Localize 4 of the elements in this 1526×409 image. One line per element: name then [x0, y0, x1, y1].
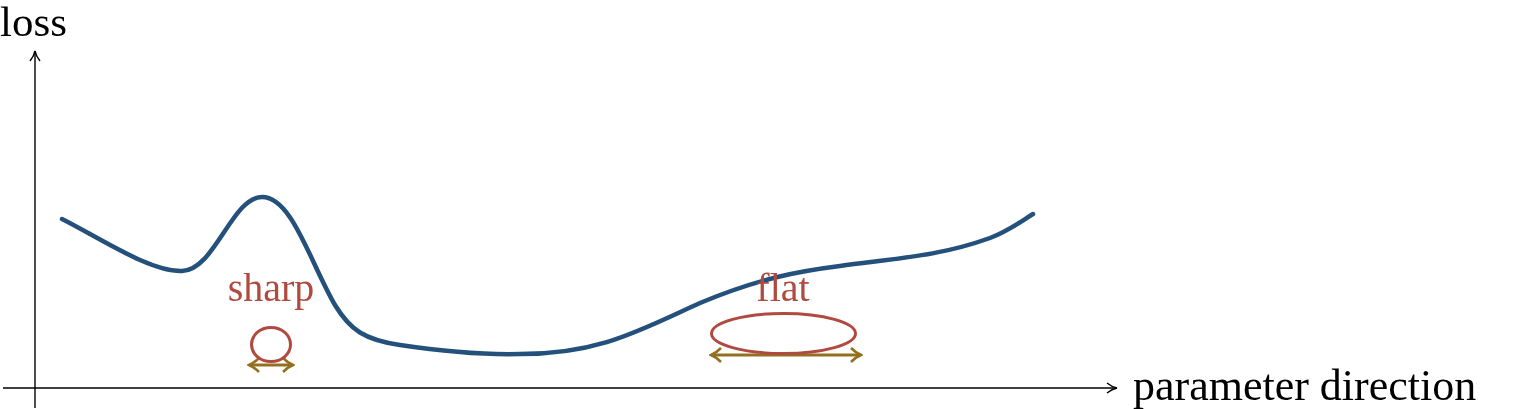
x-axis-label: parameter direction: [1133, 364, 1477, 408]
minimum-label: sharp: [227, 268, 315, 308]
y-axis-label: loss: [0, 0, 67, 43]
minimum-label: flat: [756, 268, 810, 308]
